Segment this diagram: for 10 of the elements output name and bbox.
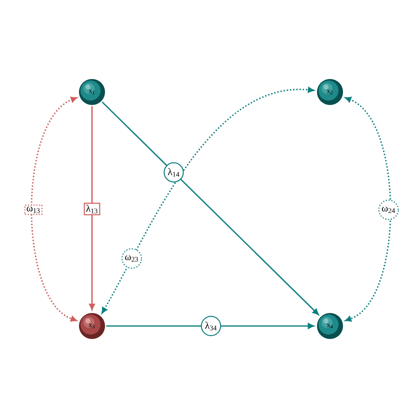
- edge-label: λ$_{13}$: [84, 202, 100, 216]
- edge-label: λ$_{34}$: [200, 316, 222, 336]
- edge-label: ω$_{24}$: [378, 200, 399, 220]
- edge-label: ω$_{23}$: [122, 248, 142, 269]
- edge-label: λ$_{14}$: [164, 162, 184, 182]
- arrow: [345, 96, 392, 322]
- edge-label: ω$_{13}$: [24, 204, 42, 215]
- arrow: [89, 106, 95, 310]
- arrow: [106, 323, 314, 329]
- arrow: [30, 96, 77, 322]
